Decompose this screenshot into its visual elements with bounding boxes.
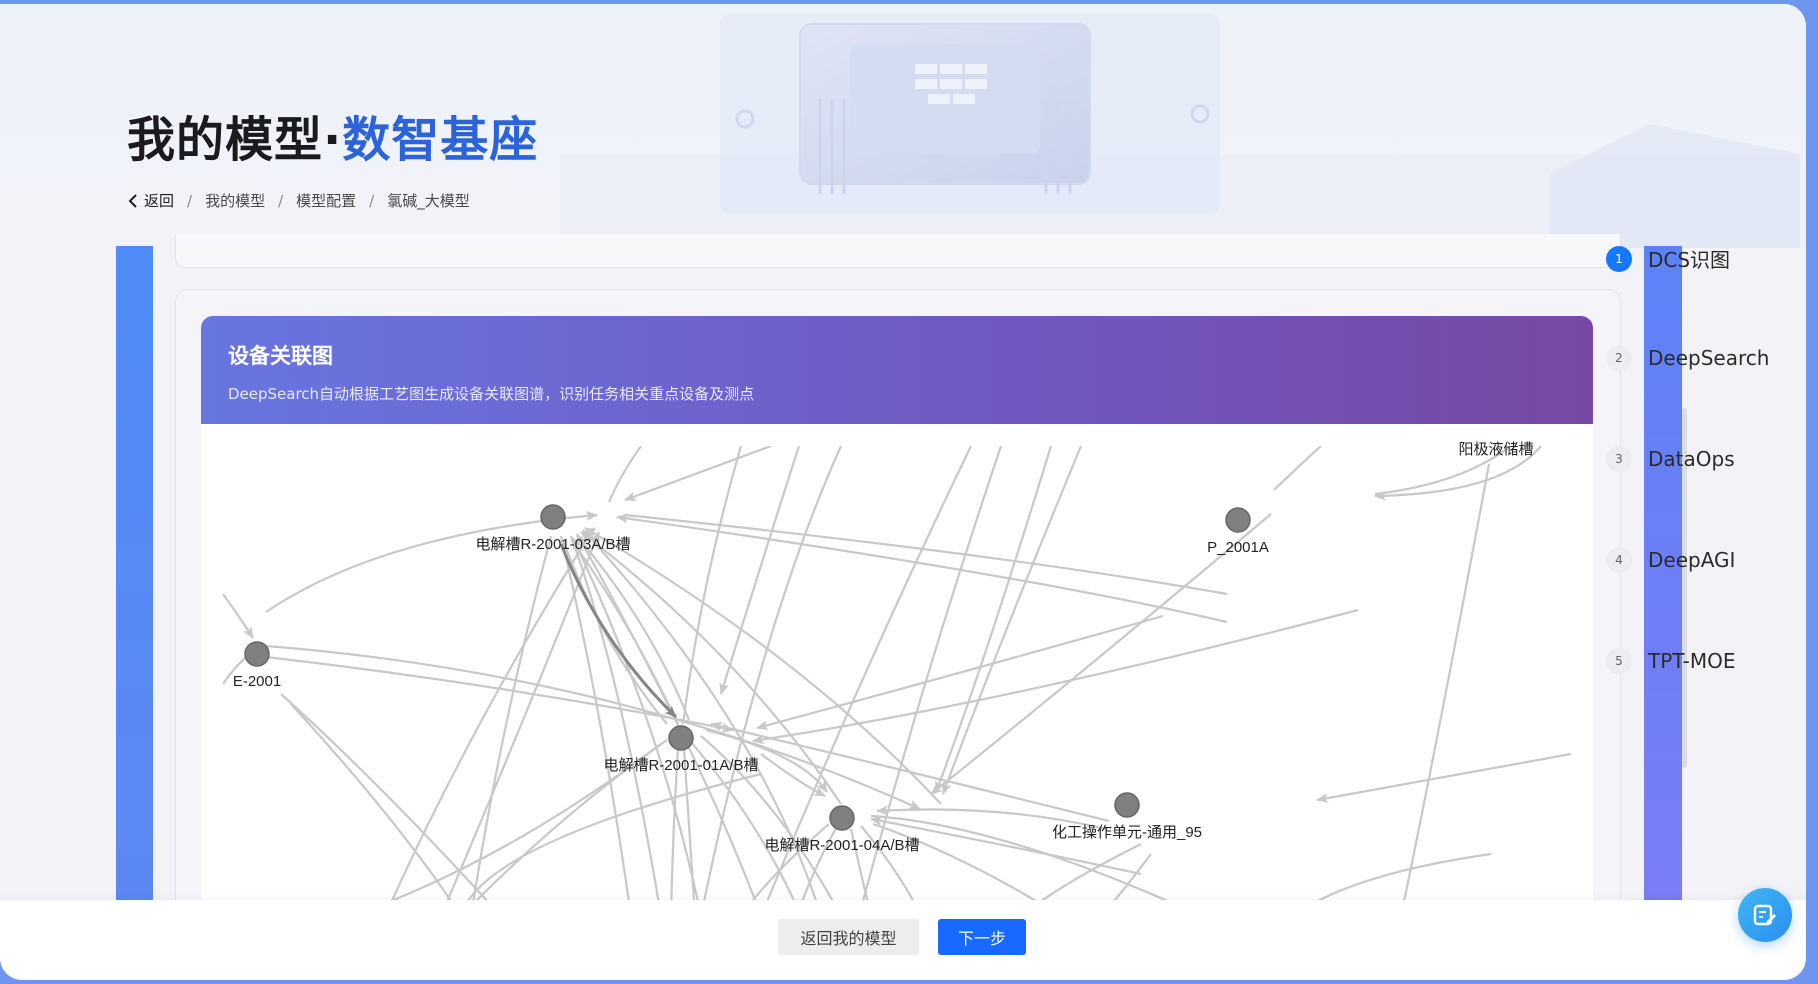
graph-node-label: 电解槽R-2001-01A/B槽 <box>603 757 758 774</box>
device-graph-panel: 设备关联图 DeepSearch自动根据工艺图生成设备关联图谱，识别任务相关重点… <box>201 316 1593 916</box>
device-relation-graph[interactable]: 电解槽R-2001-03A/B槽 P_2001A E-2001 电解槽R-200… <box>201 424 1593 916</box>
step-label: DCS识图 <box>1648 248 1731 272</box>
step-item-dcs[interactable]: 1 DCS识图 <box>1606 244 1730 273</box>
step-item-deepsearch[interactable]: 2 DeepSearch <box>1606 345 1769 371</box>
back-to-models-button[interactable]: 返回我的模型 <box>778 919 919 955</box>
step-label: DeepSearch <box>1648 346 1770 370</box>
graph-header: 设备关联图 DeepSearch自动根据工艺图生成设备关联图谱，识别任务相关重点… <box>201 316 1593 424</box>
back-link[interactable]: 返回 <box>128 190 174 211</box>
scrollbar-thumb[interactable] <box>1682 408 1687 768</box>
graph-node-label: 电解槽R-2001-04A/B槽 <box>764 837 919 854</box>
step-number: 3 <box>1606 446 1632 472</box>
step-number: 2 <box>1606 345 1632 371</box>
step-number: 1 <box>1606 245 1632 272</box>
breadcrumb-item-current-model: 氯碱_大模型 <box>387 192 470 210</box>
graph-nodes <box>244 504 1251 831</box>
footer-bar: 返回我的模型 下一步 <box>0 900 1806 980</box>
app-frame: 我的模型·数智基座 返回 / 我的模型 / 模型配置 / 氯碱_大模型 设备关联… <box>0 4 1806 980</box>
page-title: 我的模型·数智基座 <box>127 112 539 168</box>
back-link-label: 返回 <box>144 192 175 210</box>
graph-node-label: 电解槽R-2001-03A/B槽 <box>475 536 630 553</box>
chip-illustration <box>560 14 1800 248</box>
edit-note-icon <box>1753 904 1776 926</box>
step-number: 5 <box>1606 648 1632 674</box>
graph-node[interactable] <box>1114 792 1140 818</box>
step-label: TPT-MOE <box>1648 649 1736 673</box>
next-step-button[interactable]: 下一步 <box>938 919 1026 955</box>
graph-node[interactable] <box>829 805 855 831</box>
graph-node[interactable] <box>668 725 694 751</box>
breadcrumb-item-model-config[interactable]: 模型配置 <box>296 192 357 210</box>
graph-node-label: E-2001 <box>233 673 281 690</box>
graph-node[interactable] <box>540 504 566 530</box>
step-label: DataOps <box>1648 447 1735 471</box>
graph-node[interactable] <box>244 641 270 667</box>
previous-card <box>175 234 1621 268</box>
floating-edit-button[interactable] <box>1738 888 1792 942</box>
graph-node-label: 化工操作单元-通用_95 <box>1052 824 1202 841</box>
breadcrumb-separator: / <box>187 191 193 210</box>
step-item-tpt-moe[interactable]: 5 TPT-MOE <box>1606 648 1736 674</box>
breadcrumb: 返回 / 我的模型 / 模型配置 / 氯碱_大模型 <box>128 190 470 211</box>
breadcrumb-item-my-models[interactable]: 我的模型 <box>205 192 266 210</box>
breadcrumb-separator: / <box>369 191 375 210</box>
hero-banner: 我的模型·数智基座 返回 / 我的模型 / 模型配置 / 氯碱_大模型 <box>0 4 1806 248</box>
graph-node[interactable] <box>1225 507 1251 533</box>
graph-node-label: 阳极液储槽 <box>1458 441 1533 458</box>
step-item-dataops[interactable]: 3 DataOps <box>1606 446 1735 472</box>
graph-title: 设备关联图 <box>228 344 333 368</box>
graph-node-label: P_2001A <box>1207 539 1269 556</box>
step-navigator: 1 DCS识图 2 DeepSearch 3 DataOps 4 DeepAGI… <box>1606 244 1806 674</box>
step-number: 4 <box>1606 547 1632 573</box>
left-decor-bar <box>116 246 153 906</box>
graph-description: DeepSearch自动根据工艺图生成设备关联图谱，识别任务相关重点设备及测点 <box>228 385 755 403</box>
step-label: DeepAGI <box>1648 548 1736 572</box>
right-decor-bar <box>1644 246 1682 906</box>
step-item-deepagi[interactable]: 4 DeepAGI <box>1606 547 1735 573</box>
breadcrumb-separator: / <box>278 191 284 210</box>
chevron-left-icon <box>128 193 137 208</box>
graph-node-labels: 电解槽R-2001-03A/B槽 P_2001A E-2001 电解槽R-200… <box>233 441 1534 854</box>
